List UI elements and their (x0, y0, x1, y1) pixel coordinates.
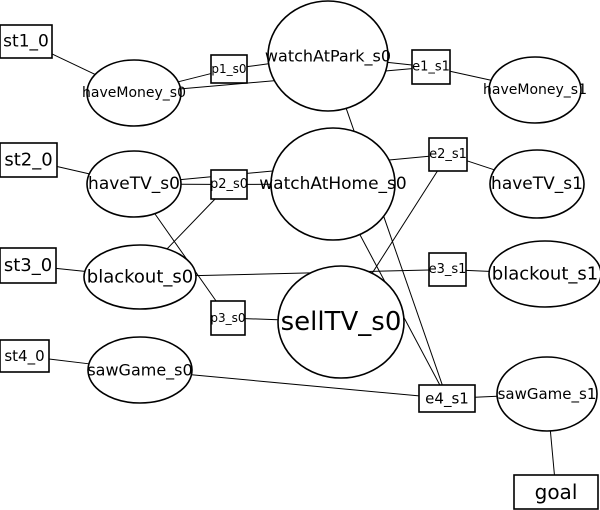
node-sawGame_s1: sawGame_s1 (496, 356, 598, 432)
node-blackout_s0: blackout_s0 (83, 244, 197, 310)
node-label: haveMoney_s1 (483, 82, 587, 98)
edge-e1_s1-to-haveMoney_s1 (449, 70, 492, 81)
node-label: haveMoney_s0 (82, 85, 186, 101)
node-e1_s1: e1_s1 (411, 49, 451, 85)
edge-sawGame_s1-to-goal (549, 430, 555, 476)
edge-sawGame_s0-to-e4_s1 (191, 374, 420, 397)
node-blackout_s1: blackout_s1 (488, 240, 600, 308)
node-p2_s0: p2_s0 (210, 169, 248, 200)
node-label: sellTV_s0 (281, 307, 402, 337)
edge-st4_0-to-sawGame_s0 (48, 358, 89, 365)
node-watchAtHome_s0: watchAtHome_s0 (259, 127, 407, 241)
edge-st3_0-to-blackout_s0 (55, 267, 85, 272)
node-label: watchAtHome_s0 (259, 174, 406, 194)
edge-st2_0-to-haveTV_s0 (56, 165, 90, 175)
edge-p3_s0-to-sellTV_s0 (244, 318, 279, 321)
edge-haveMoney_s0-to-p1_s0 (178, 73, 212, 83)
node-sawGame_s0: sawGame_s0 (87, 336, 193, 404)
node-label: watchAtPark_s0 (265, 47, 391, 67)
node-st4_0: st4_0 (0, 339, 50, 373)
node-label: st3_0 (4, 255, 52, 276)
node-label: sawGame_s1 (498, 385, 597, 404)
node-label: blackout_s1 (492, 264, 598, 285)
node-label: e2_s1 (429, 147, 467, 162)
node-label: haveTV_s0 (88, 174, 180, 194)
edge-p1_s0-to-watchAtPark_s0 (246, 63, 269, 68)
node-e2_s1: e2_s1 (428, 137, 468, 172)
node-label: st2_0 (4, 150, 52, 171)
edge-e2_s1-to-haveTV_s1 (466, 160, 495, 171)
node-label: p1_s0 (211, 62, 246, 76)
node-e3_s1: e3_s1 (428, 252, 467, 287)
node-label: sawGame_s0 (87, 361, 192, 381)
edge-st1_0-to-haveMoney_s0 (51, 53, 96, 75)
node-p1_s0: p1_s0 (210, 54, 248, 84)
node-label: e1_s1 (412, 60, 450, 75)
edge-watchAtPark_s0-to-e1_s1 (387, 61, 413, 66)
edge-e3_s1-to-blackout_s1 (465, 269, 490, 272)
node-label: st4_0 (4, 347, 44, 366)
node-st2_0: st2_0 (0, 142, 58, 178)
node-label: p2_s0 (210, 177, 248, 192)
node-st3_0: st3_0 (0, 247, 57, 284)
node-label: blackout_s0 (87, 267, 193, 288)
node-label: e3_s1 (429, 262, 467, 277)
node-haveTV_s1: haveTV_s1 (489, 149, 585, 219)
node-goal: goal (513, 474, 599, 510)
node-p3_s0: p3_s0 (210, 300, 246, 336)
node-label: e4_s1 (425, 390, 469, 409)
node-label: p3_s0 (210, 311, 245, 325)
edge-blackout_s0-to-p2_s0 (166, 198, 216, 250)
node-st1_0: st1_0 (0, 24, 53, 59)
node-haveTV_s0: haveTV_s0 (86, 150, 182, 218)
node-label: haveTV_s1 (491, 174, 583, 194)
edge-sellTV_s0-to-e2_s1 (371, 170, 438, 274)
node-haveMoney_s1: haveMoney_s1 (483, 56, 587, 124)
node-haveMoney_s0: haveMoney_s0 (82, 59, 186, 127)
edge-e4_s1-to-sawGame_s1 (474, 395, 498, 398)
node-label: st1_0 (3, 32, 49, 52)
node-watchAtPark_s0: watchAtPark_s0 (265, 0, 391, 112)
node-label: goal (535, 480, 578, 504)
node-sellTV_s0: sellTV_s0 (277, 265, 405, 379)
node-e4_s1: e4_s1 (418, 384, 476, 413)
